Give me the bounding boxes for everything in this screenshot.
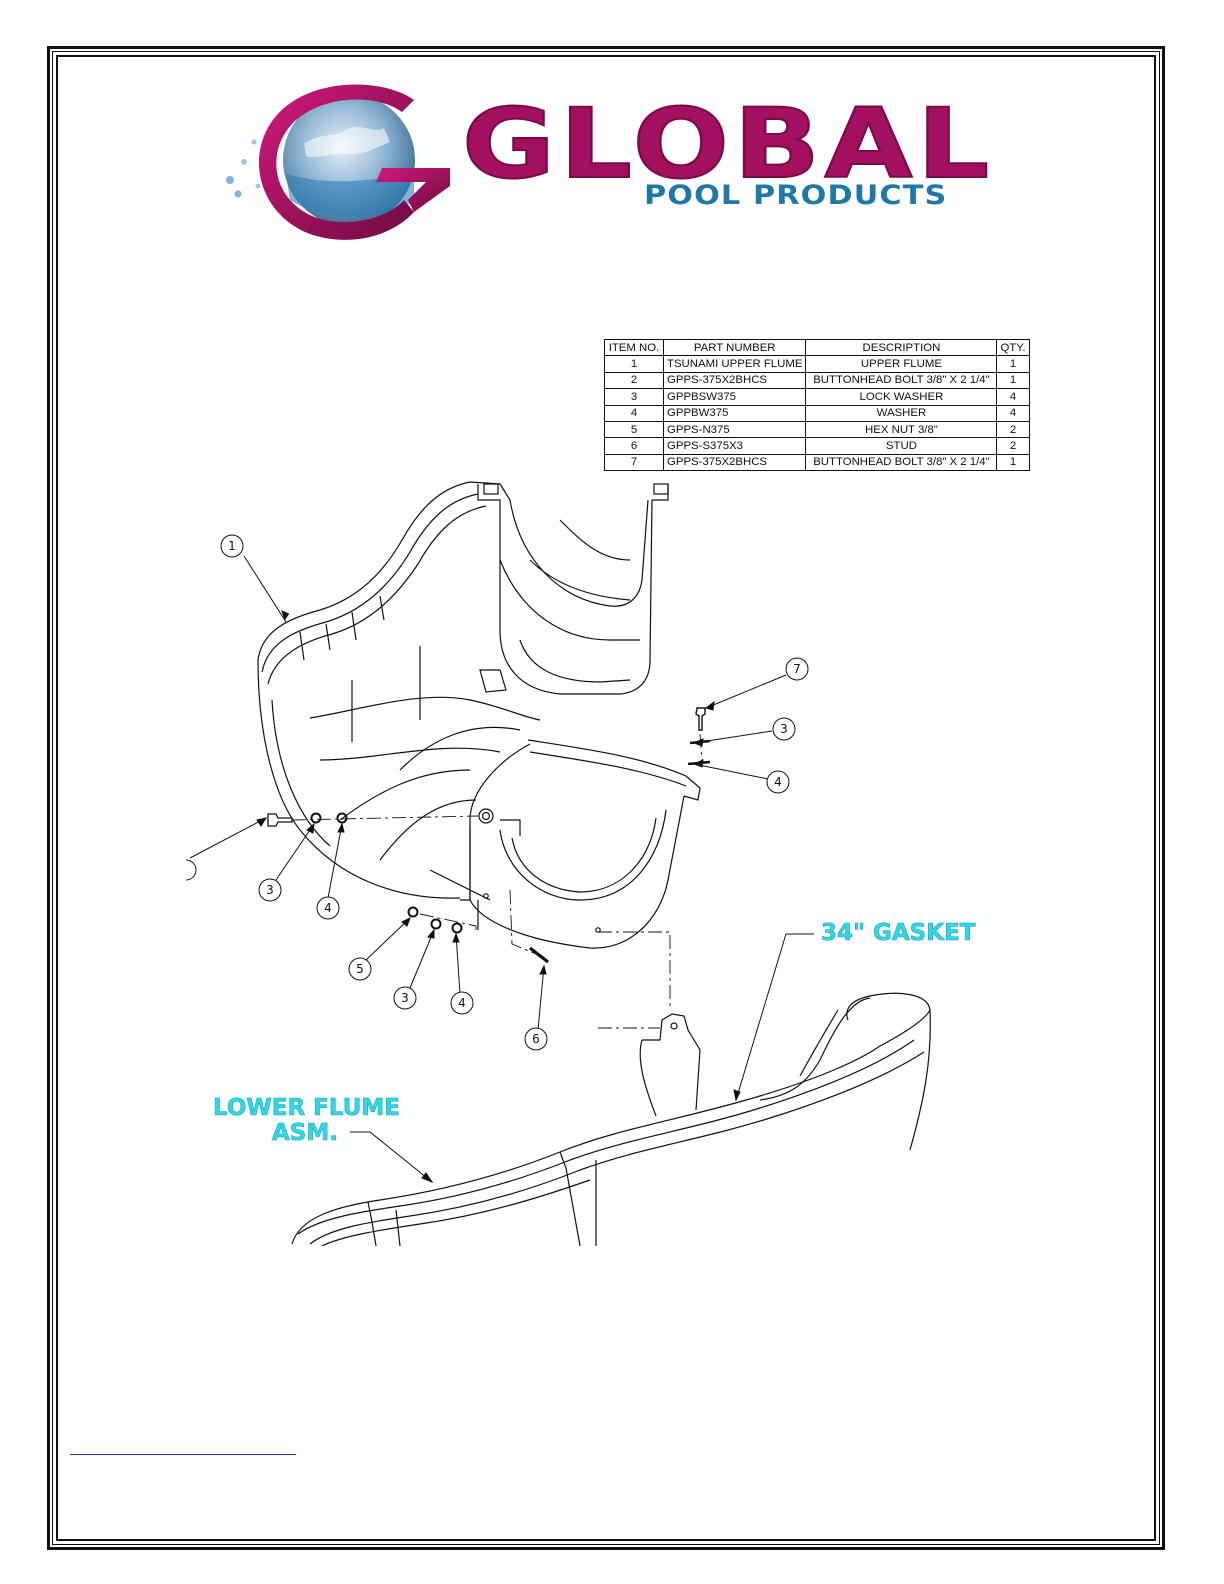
bom-cell: GPPS-S375X3 bbox=[662, 437, 807, 455]
bom-cell: 1 bbox=[996, 453, 1030, 472]
bom-cell: BUTTONHEAD BOLT 3/8" X 2 1/4" bbox=[805, 371, 998, 390]
gasket-label: 34" GASKET bbox=[821, 920, 976, 946]
callout-label: 5 bbox=[356, 962, 364, 976]
bill-of-materials-table: ITEM NO. PART NUMBER DESCRIPTION QTY. 1 … bbox=[604, 338, 1030, 472]
callout-label: 4 bbox=[774, 775, 782, 789]
logo-subtitle: POOL PRODUCTS bbox=[644, 180, 948, 211]
callout-label: 3 bbox=[401, 991, 409, 1005]
bom-header-part: PART NUMBER bbox=[662, 338, 807, 357]
upper-flume-part bbox=[257, 481, 669, 901]
table-row: 1 TSUNAMI UPPER FLUME UPPER FLUME 1 bbox=[604, 355, 1030, 373]
callout-balloons: 1 7 3 4 3 4 5 3 4 6 bbox=[220, 534, 809, 1051]
callout-balloon: 4 bbox=[766, 770, 790, 794]
callout-label: 3 bbox=[266, 883, 274, 897]
callout-balloon: 4 bbox=[316, 896, 340, 920]
footer-link-underline[interactable] bbox=[70, 1454, 296, 1455]
lower-flume-assembly-part bbox=[291, 992, 931, 1247]
bom-cell: TSUNAMI UPPER FLUME bbox=[662, 355, 807, 373]
bom-cell: BUTTONHEAD BOLT 3/8" X 2 1/4" bbox=[805, 453, 998, 472]
logo-wordmark: GLOBAL bbox=[461, 88, 994, 200]
lower-flume-label-line2: ASM. bbox=[272, 1120, 339, 1146]
bom-cell: GPPS-375X2BHCS bbox=[662, 453, 807, 472]
bom-header-item: ITEM NO. bbox=[604, 338, 664, 357]
bom-header-description: DESCRIPTION bbox=[805, 338, 998, 357]
table-row: 6 GPPS-S375X3 STUD 2 bbox=[604, 437, 1030, 455]
table-row: 2 GPPS-375X2BHCS BUTTONHEAD BOLT 3/8" X … bbox=[604, 371, 1030, 390]
callout-leaders bbox=[189, 555, 814, 1184]
fastener-hardware bbox=[267, 707, 711, 964]
lower-trough-part bbox=[469, 739, 701, 949]
bom-header-row: ITEM NO. PART NUMBER DESCRIPTION QTY. bbox=[604, 338, 1030, 357]
bom-cell: 4 bbox=[996, 388, 1030, 406]
center-lines bbox=[291, 733, 703, 1029]
callout-balloon: 3 bbox=[772, 717, 796, 741]
callout-label: 1 bbox=[228, 539, 236, 553]
callout-balloon: 4 bbox=[450, 991, 474, 1015]
bom-cell: GPPS-N375 bbox=[662, 420, 807, 439]
callout-balloon: 6 bbox=[524, 1027, 548, 1051]
bom-cell: GPPBW375 bbox=[662, 404, 807, 422]
page-border-inner bbox=[56, 55, 1156, 1541]
clipped-callout-balloon bbox=[185, 859, 197, 881]
page-border-middle bbox=[52, 51, 1160, 1545]
table-row: 7 GPPS-375X2BHCS BUTTONHEAD BOLT 3/8" X … bbox=[604, 453, 1030, 472]
callout-label: 4 bbox=[458, 996, 466, 1010]
callout-balloon: 7 bbox=[785, 657, 809, 681]
callout-balloon: 1 bbox=[220, 534, 244, 558]
table-row: 5 GPPS-N375 HEX NUT 3/8" 2 bbox=[604, 420, 1030, 439]
bom-cell: WASHER bbox=[805, 404, 998, 422]
callout-balloon: 3 bbox=[393, 986, 417, 1010]
callout-label: 7 bbox=[793, 662, 801, 676]
page-border-outer bbox=[47, 46, 1165, 1550]
callout-label: 3 bbox=[780, 722, 788, 736]
callout-label: 6 bbox=[532, 1032, 540, 1046]
table-row: 4 GPPBW375 WASHER 4 bbox=[604, 404, 1030, 422]
callout-balloon: 5 bbox=[348, 957, 372, 981]
bom-cell: 7 bbox=[604, 453, 664, 472]
callout-balloon: 3 bbox=[258, 878, 282, 902]
callout-label: 4 bbox=[324, 901, 332, 915]
globe-icon bbox=[226, 84, 450, 240]
global-pool-products-logo: GLOBAL POOL PRODUCTS bbox=[214, 82, 1004, 242]
lower-flume-label-line1: LOWER FLUME bbox=[213, 1095, 401, 1121]
